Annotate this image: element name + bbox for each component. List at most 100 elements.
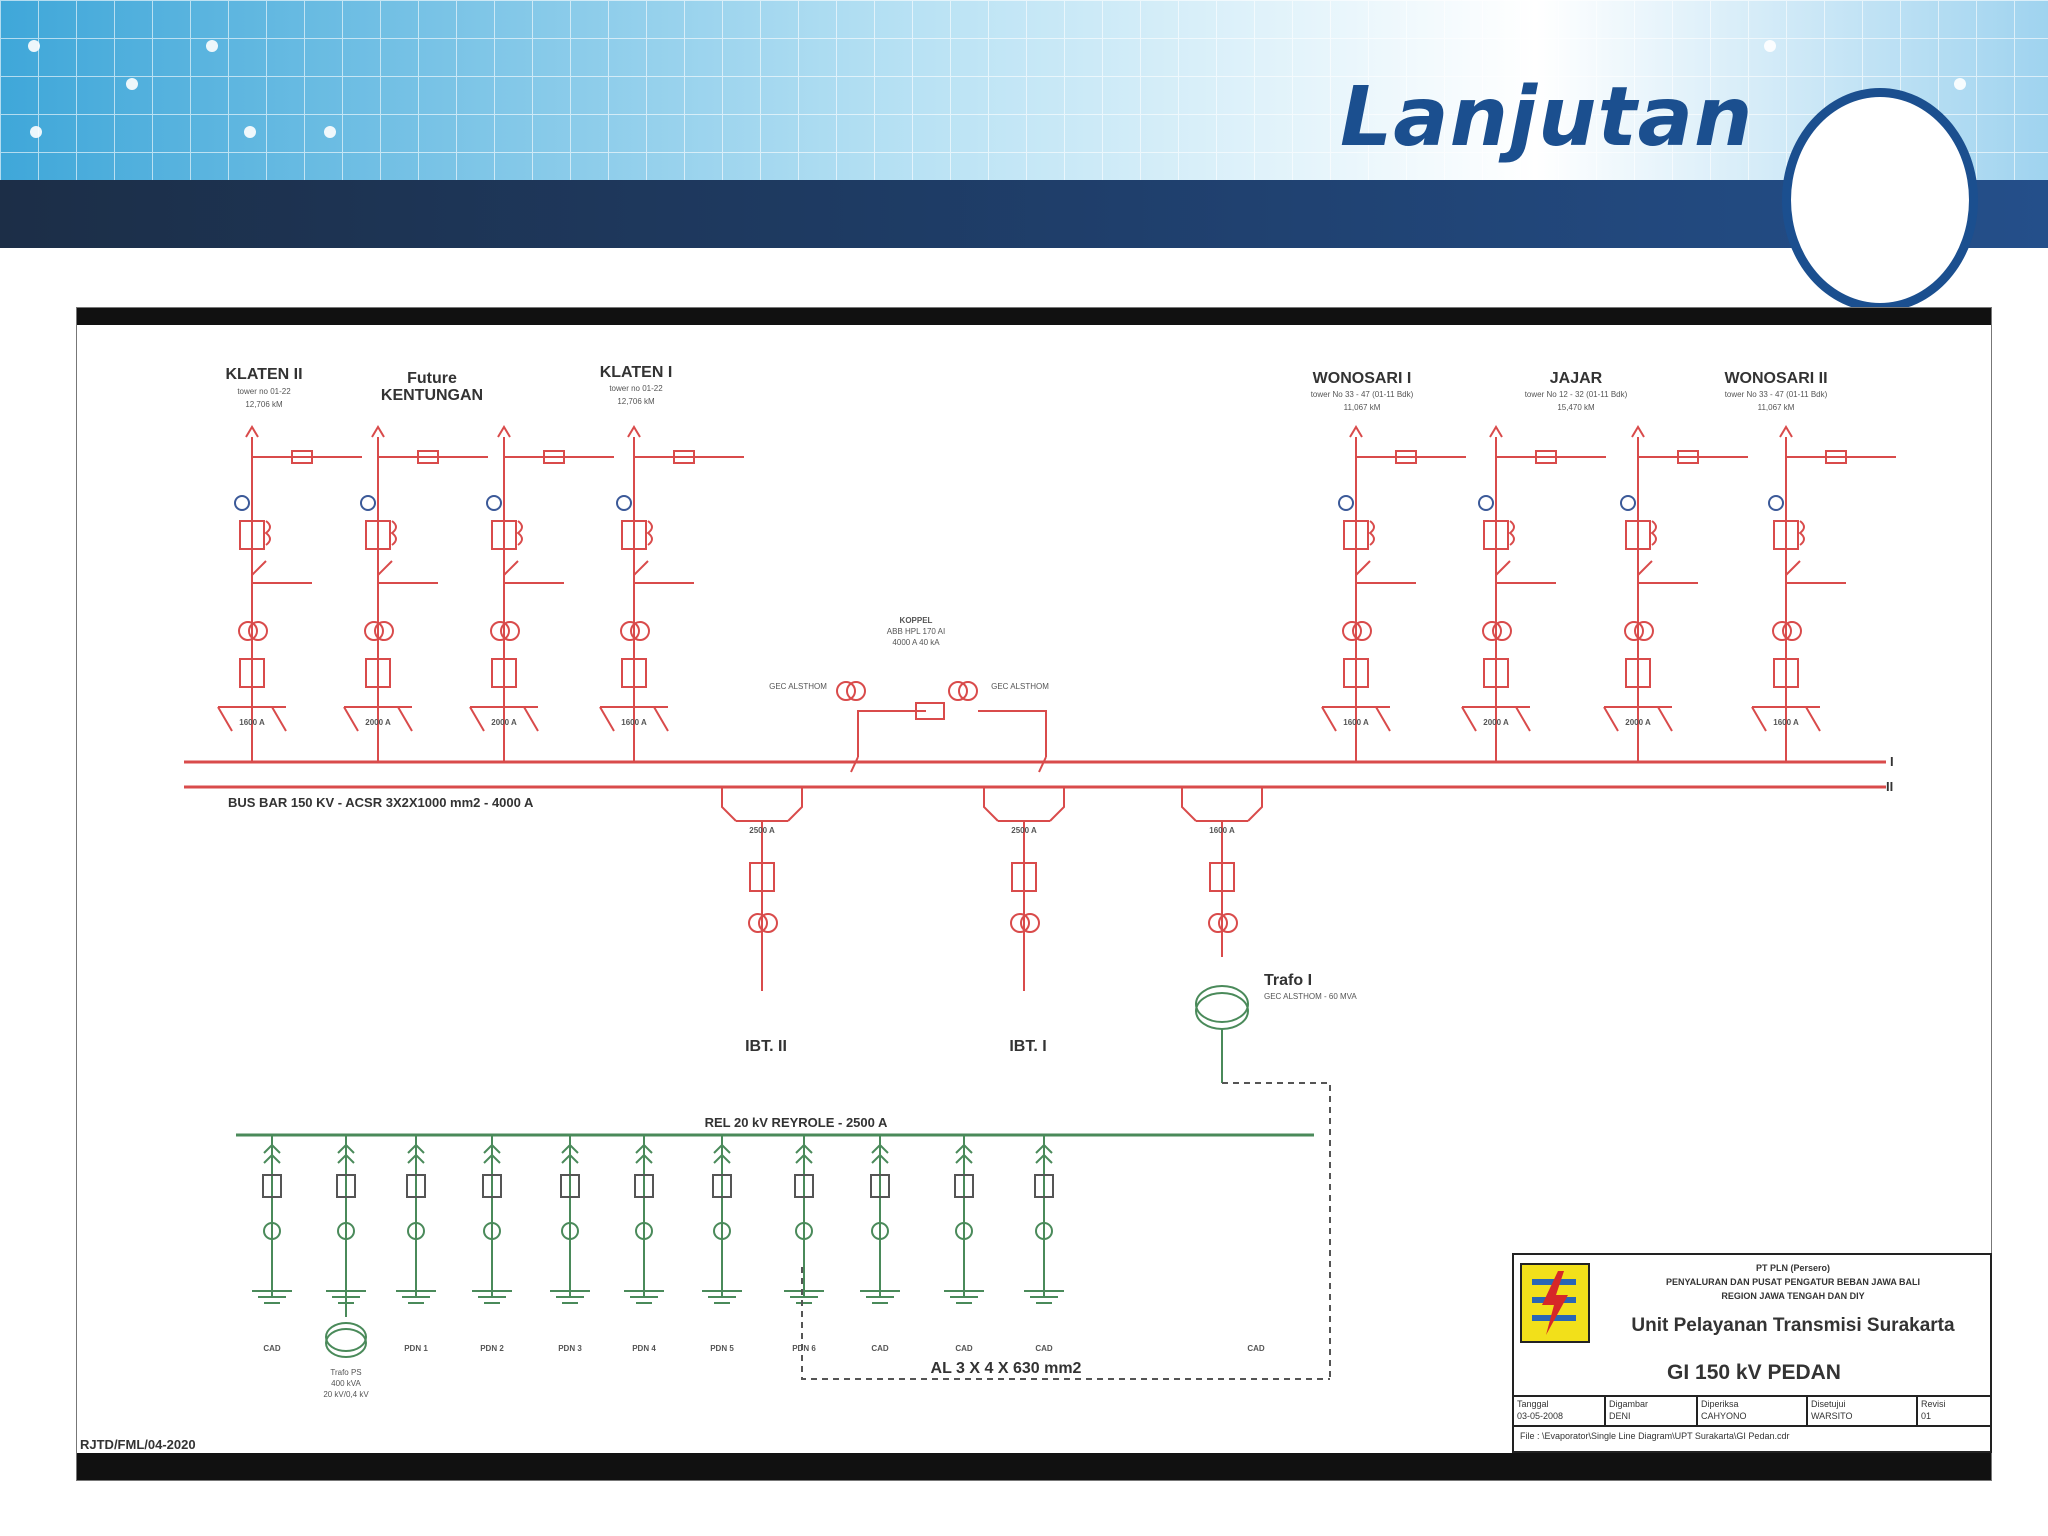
bay-2 [343, 425, 488, 762]
feeder-20kv-9 [860, 1135, 900, 1304]
svg-text:Future: Future [407, 370, 457, 387]
lower-bay-1 [721, 787, 803, 991]
substation-name: GI 150 kV PEDAN [1667, 1361, 1841, 1384]
feeder-20kv-label: PDN 6 [792, 1344, 816, 1353]
unit-name: Unit Pelayanan Transmisi Surakarta [1631, 1315, 1955, 1336]
svg-text:JAJAR: JAJAR [1550, 370, 1603, 387]
feeder-20kv-label: CAD [1035, 1344, 1053, 1353]
decorative-circle [1782, 88, 1978, 312]
bay-rating-label: 1600 A [621, 718, 647, 727]
bay-rating-label: 1600 A [1343, 718, 1369, 727]
koppel-labels: KOPPEL ABB HPL 170 AI 4000 A 40 kA GEC A… [769, 616, 1049, 691]
feeder-label-kentungan: Future KENTUNGAN [381, 370, 483, 404]
single-line-diagram: KLATEN II tower no 01-22 12,706 kM Futur… [75, 306, 1993, 1482]
lower-bays: 2500 A 2500 A 1600 A [721, 787, 1263, 991]
cable-route [801, 1267, 1330, 1380]
svg-text:KLATEN I: KLATEN I [600, 364, 673, 381]
feeder-20kv-5 [550, 1135, 590, 1304]
svg-text:tower no 01-22: tower no 01-22 [237, 387, 291, 396]
feeder-20kv-11 [1024, 1135, 1064, 1304]
svg-text:II: II [1886, 779, 1893, 794]
feeder-20kv-7 [702, 1135, 742, 1304]
bay-rating-label: 2000 A [1625, 718, 1651, 727]
feeder-label-wonosari-ii: WONOSARI II tower No 33 - 47 (01-11 Bdk)… [1724, 370, 1827, 412]
pln-logo [1520, 1263, 1590, 1343]
bay-rating-label: 1600 A [1773, 718, 1799, 727]
frame-bottom-bar [76, 1453, 1992, 1481]
bay-rating-label: 2000 A [1483, 718, 1509, 727]
svg-text:4000 A 40 kA: 4000 A 40 kA [892, 638, 940, 647]
bay-1 [217, 425, 362, 762]
svg-text:GEC ALSTHOM: GEC ALSTHOM [991, 682, 1049, 691]
lower-bay-3 [1181, 787, 1263, 957]
feeder-20kv-3 [396, 1135, 436, 1304]
trafo-i-labels: Trafo I GEC ALSTHOM - 60 MVA [1264, 972, 1357, 1001]
svg-text:11,067 kM: 11,067 kM [1758, 403, 1795, 412]
document-code: RJTD/FML/04-2020 [80, 1437, 196, 1452]
trafo-ps-labels: Trafo PS 400 kVA 20 kV/0,4 kV [323, 1368, 369, 1399]
frame-top-bar [76, 307, 1992, 325]
header-grid-pattern [0, 0, 2048, 180]
svg-text:KENTUNGAN: KENTUNGAN [381, 387, 483, 404]
svg-text:20 kV/0,4 kV: 20 kV/0,4 kV [323, 1390, 369, 1399]
lower-bay-rating-label: 1600 A [1209, 826, 1235, 835]
ibt-ii-label: IBT. II [745, 1038, 787, 1055]
lightning-icon [1532, 1271, 1576, 1335]
trafo-ps [325, 1267, 367, 1358]
svg-text:WONOSARI I: WONOSARI I [1313, 370, 1412, 387]
svg-text:GEC ALSTHOM: GEC ALSTHOM [769, 682, 827, 691]
header-band [0, 180, 2048, 248]
svg-text:KOPPEL: KOPPEL [900, 616, 933, 625]
busbar-label: BUS BAR 150 KV - ACSR 3X2X1000 mm2 - 400… [228, 795, 534, 810]
svg-text:KLATEN II: KLATEN II [225, 366, 302, 383]
busbar: I II BUS BAR 150 KV - ACSR 3X2X1000 mm2 … [184, 754, 1894, 810]
svg-text:tower No 33 - 47 (01-11 Bdk): tower No 33 - 47 (01-11 Bdk) [1725, 390, 1828, 399]
koppel-bay [836, 681, 1047, 773]
svg-text:tower No 12 - 32 (01-11 Bdk): tower No 12 - 32 (01-11 Bdk) [1525, 390, 1628, 399]
bay-7 [1603, 425, 1748, 762]
ibt-i-label: IBT. I [1009, 1038, 1046, 1055]
bay-3 [469, 425, 614, 762]
bay-4 [599, 425, 744, 762]
feeder-20kv-label: PDN 4 [632, 1344, 656, 1353]
svg-text:tower No 33 - 47 (01-11 Bdk): tower No 33 - 47 (01-11 Bdk) [1311, 390, 1414, 399]
feeder-20kv-label: PDN 1 [404, 1344, 428, 1353]
svg-text:tower no 01-22: tower no 01-22 [609, 384, 663, 393]
feeder-20kv-8 [784, 1135, 824, 1304]
bay-rating-label: 2000 A [491, 718, 517, 727]
header-decoration [0, 0, 2048, 180]
bay-8 [1751, 425, 1896, 762]
svg-text:12,706 kM: 12,706 kM [245, 400, 283, 409]
feeder-20kv-10 [944, 1135, 984, 1304]
feeder-label-klaten-ii: KLATEN II tower no 01-22 12,706 kM [225, 366, 302, 409]
svg-text:400 kVA: 400 kVA [331, 1379, 361, 1388]
rel-20kv: REL 20 kV REYROLE - 2500 A [236, 1115, 1314, 1137]
slide-title: Lanjutan [1340, 70, 1754, 165]
svg-text:I: I [1890, 754, 1894, 769]
feeders-20kv: CAD PDN 1 PDN 2 PDN 3 PDN 4 PDN 5 PDN 6 CAD CAD C… [252, 1135, 1265, 1353]
lower-bay-rating-label: 2500 A [1011, 826, 1037, 835]
bay-6 [1461, 425, 1606, 762]
feeder-label-jajar: JAJAR tower No 12 - 32 (01-11 Bdk) 15,47… [1525, 370, 1628, 412]
feeder-20kv-label: CAD [955, 1344, 973, 1353]
feeder-20kv-label: PDN 5 [710, 1344, 734, 1353]
bay-rating-label: 2000 A [365, 718, 391, 727]
feeder-label-wonosari-i: WONOSARI I tower No 33 - 47 (01-11 Bdk) … [1311, 370, 1414, 412]
svg-text:ABB HPL 170 AI: ABB HPL 170 AI [887, 627, 945, 636]
feeder-20kv-1 [252, 1135, 292, 1304]
feeder-20kv-label: CAD [871, 1344, 889, 1353]
lower-bay-2 [983, 787, 1065, 991]
feeder-label-klaten-i: KLATEN I tower no 01-22 12,706 kM [600, 364, 673, 406]
feeder-20kv-label: PDN 2 [480, 1344, 504, 1353]
diagram-canvas: KLATEN II tower no 01-22 12,706 kM Futur… [75, 306, 1993, 1482]
feeder-20kv-label: PDN 3 [558, 1344, 582, 1353]
svg-text:Trafo I: Trafo I [1264, 972, 1312, 989]
feeder-20kv-label: CAD [1247, 1344, 1265, 1353]
svg-text:12,706 kM: 12,706 kM [617, 397, 655, 406]
lower-bay-rating-label: 2500 A [749, 826, 775, 835]
